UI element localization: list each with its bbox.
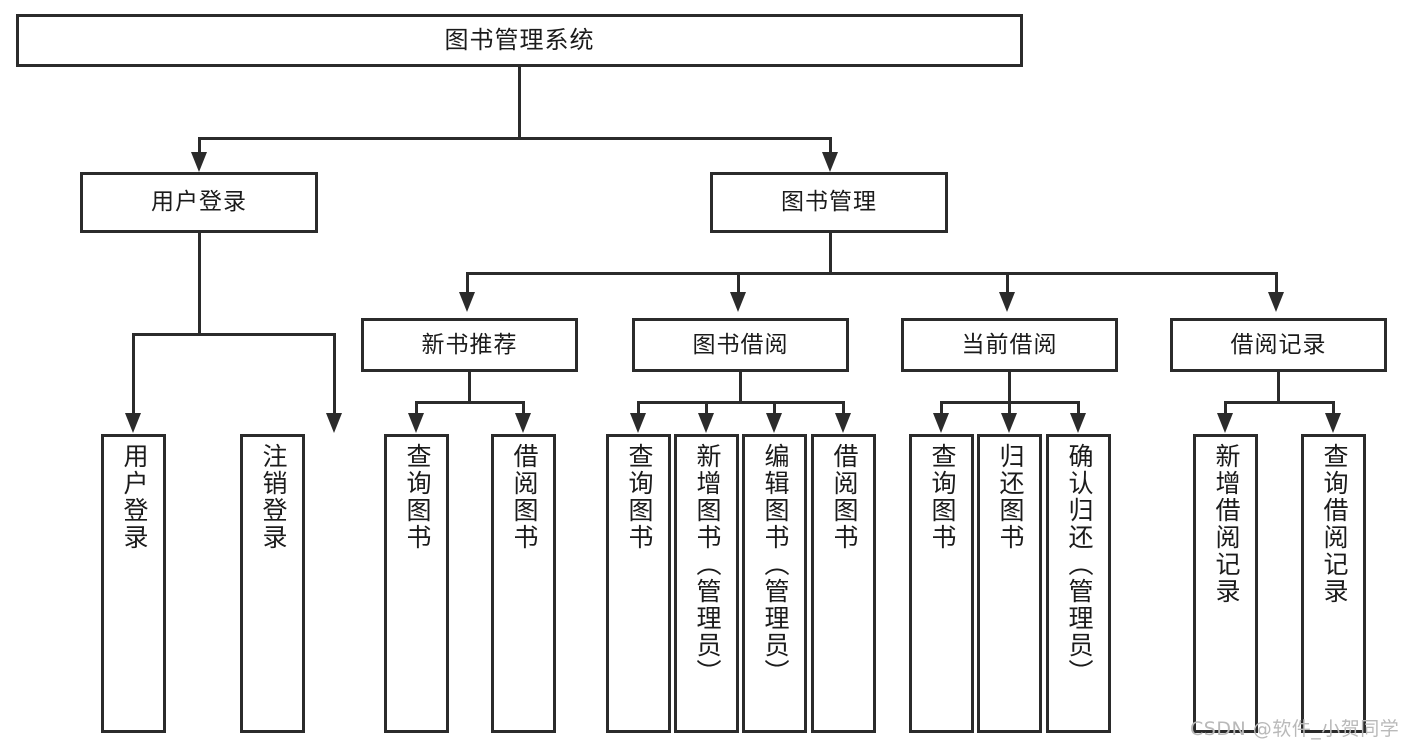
node-label: 用户登录 (120, 443, 149, 551)
arrowhead-nbr-leaf-1 (408, 413, 424, 433)
node-label: 归还图书 (996, 443, 1025, 551)
leaf-cb-return-book[interactable]: 归还图书 (977, 434, 1042, 733)
connector-bm-drop-1 (466, 272, 469, 294)
arrowhead-cb-leaf-3 (1070, 413, 1086, 433)
node-current-borrow[interactable]: 当前借阅 (901, 318, 1118, 372)
arrowhead-bb-leaf-4 (835, 413, 851, 433)
connector-bm-drop-3 (1006, 272, 1009, 294)
arrowhead-to-book-borrow (730, 292, 746, 312)
connector-user-login-drop-1 (132, 333, 135, 415)
arrowhead-br-leaf-2 (1325, 413, 1341, 433)
connector-nbr-drop-1 (415, 401, 418, 415)
node-label: 图书管理系统 (444, 25, 595, 54)
node-label: 图书借阅 (692, 331, 789, 358)
node-new-book-recommend[interactable]: 新书推荐 (361, 318, 578, 372)
connector-br-drop-1 (1224, 401, 1227, 415)
leaf-cb-confirm-return-admin[interactable]: 确认归还（管理员） (1046, 434, 1111, 733)
connector-cb-drop-2 (1008, 401, 1011, 415)
connector-cb-stem (1008, 372, 1011, 404)
connector-book-management-stem (829, 233, 832, 275)
node-label: 借阅记录 (1230, 331, 1327, 358)
connector-bb-drop-1 (637, 401, 640, 415)
leaf-bb-add-book-admin[interactable]: 新增图书（管理员） (674, 434, 739, 733)
connector-root-stem (518, 67, 521, 139)
leaf-nbr-borrow-book[interactable]: 借阅图书 (491, 434, 556, 733)
arrowhead-bb-leaf-2 (698, 413, 714, 433)
connector-user-login-stem (198, 233, 201, 336)
arrowhead-to-new-book-recommend (459, 292, 475, 312)
connector-cb-drop-3 (1077, 401, 1080, 415)
connector-user-login-drop-2 (333, 333, 336, 415)
connector-user-login-bus (132, 333, 336, 336)
connector-bm-drop-2 (737, 272, 740, 294)
arrowhead-user-login-leaf-2 (326, 413, 342, 433)
node-root-book-management-system[interactable]: 图书管理系统 (16, 14, 1023, 67)
node-label: 借阅图书 (510, 443, 539, 551)
node-user-login[interactable]: 用户登录 (80, 172, 318, 233)
connector-nbr-bus (415, 401, 525, 404)
node-book-borrow[interactable]: 图书借阅 (632, 318, 849, 372)
node-label: 编辑图书（管理员） (761, 443, 790, 686)
node-label: 用户登录 (151, 189, 247, 216)
node-label: 新增图书（管理员） (693, 443, 722, 686)
node-book-management[interactable]: 图书管理 (710, 172, 948, 233)
node-borrow-record[interactable]: 借阅记录 (1170, 318, 1387, 372)
connector-br-stem (1277, 372, 1280, 404)
node-label: 新增借阅记录 (1212, 443, 1241, 605)
arrowhead-to-current-borrow (999, 292, 1015, 312)
connector-bm-drop-4 (1275, 272, 1278, 294)
connector-root-bus (198, 137, 832, 140)
leaf-bb-edit-book-admin[interactable]: 编辑图书（管理员） (742, 434, 807, 733)
connector-book-management-bus (466, 272, 1278, 275)
arrowhead-bb-leaf-1 (630, 413, 646, 433)
node-label: 当前借阅 (961, 331, 1058, 358)
node-label: 查询图书 (625, 443, 654, 551)
connector-bb-bus (637, 401, 845, 404)
arrowhead-cb-leaf-1 (933, 413, 949, 433)
connector-root-drop-left (198, 137, 201, 155)
leaf-user-login-login[interactable]: 用户登录 (101, 434, 166, 733)
leaf-bb-borrow-book[interactable]: 借阅图书 (811, 434, 876, 733)
arrowhead-nbr-leaf-2 (515, 413, 531, 433)
node-label: 确认归还（管理员） (1065, 443, 1094, 686)
node-label: 借阅图书 (830, 443, 859, 551)
node-label: 新书推荐 (421, 331, 518, 358)
leaf-cb-query-book[interactable]: 查询图书 (909, 434, 974, 733)
leaf-br-add-record[interactable]: 新增借阅记录 (1193, 434, 1258, 733)
arrowhead-to-book-management (822, 152, 838, 172)
connector-nbr-drop-2 (522, 401, 525, 415)
arrowhead-cb-leaf-2 (1001, 413, 1017, 433)
leaf-nbr-query-book[interactable]: 查询图书 (384, 434, 449, 733)
node-label: 图书管理 (781, 189, 877, 216)
connector-bb-drop-3 (773, 401, 776, 415)
connector-bb-drop-4 (842, 401, 845, 415)
node-label: 查询借阅记录 (1320, 443, 1349, 605)
node-label: 查询图书 (928, 443, 957, 551)
connector-br-drop-2 (1332, 401, 1335, 415)
connector-bb-drop-2 (705, 401, 708, 415)
connector-cb-drop-1 (940, 401, 943, 415)
node-label: 查询图书 (403, 443, 432, 551)
leaf-user-login-logout[interactable]: 注销登录 (240, 434, 305, 733)
connector-root-drop-right (829, 137, 832, 155)
connector-nbr-stem (468, 372, 471, 404)
arrowhead-to-user-login (191, 152, 207, 172)
arrowhead-br-leaf-1 (1217, 413, 1233, 433)
arrowhead-user-login-leaf-1 (125, 413, 141, 433)
csdn-watermark: CSDN @软件_小贺同学 (1190, 718, 1400, 740)
connector-bb-stem (739, 372, 742, 404)
leaf-br-query-record[interactable]: 查询借阅记录 (1301, 434, 1366, 733)
arrowhead-to-borrow-record (1268, 292, 1284, 312)
connector-br-bus (1224, 401, 1335, 404)
leaf-bb-query-book[interactable]: 查询图书 (606, 434, 671, 733)
node-label: 注销登录 (259, 443, 288, 551)
arrowhead-bb-leaf-3 (766, 413, 782, 433)
